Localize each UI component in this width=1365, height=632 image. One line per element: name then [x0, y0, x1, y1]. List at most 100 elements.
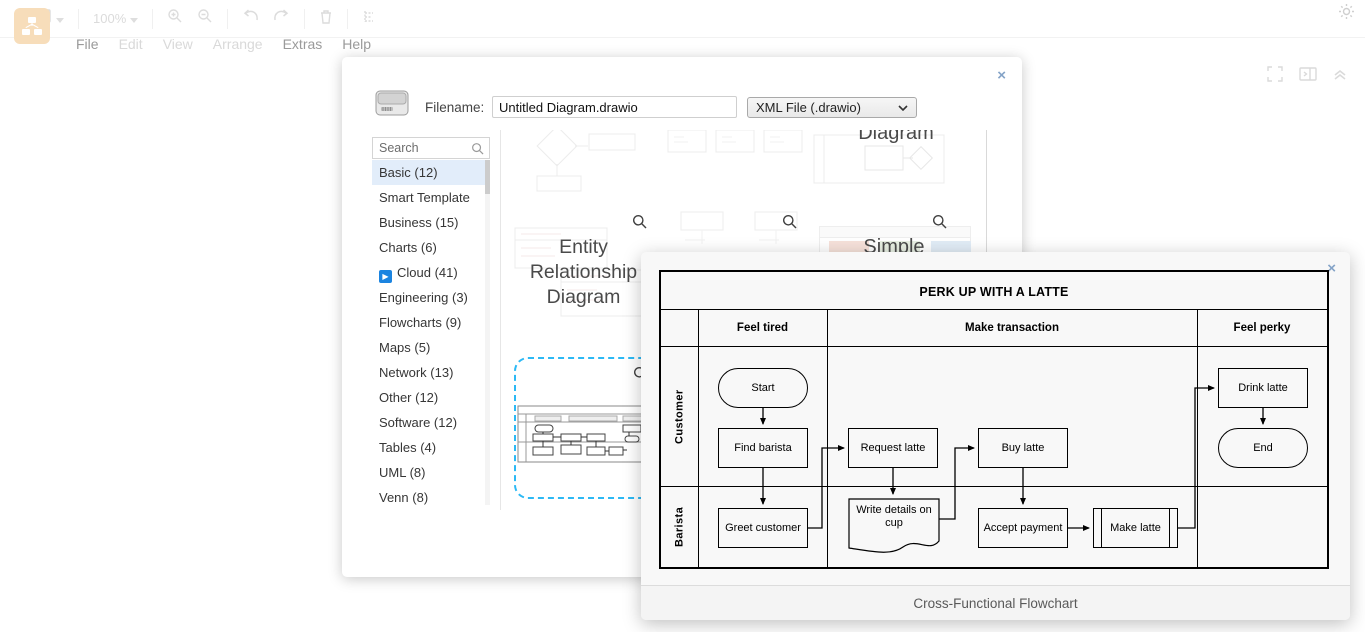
template-preview-popup: × PERK UP WITH A LATTE Feel tired Make t… [641, 252, 1350, 620]
category-label: UML (8) [379, 465, 426, 480]
template-thumbnail-bpmn [813, 134, 945, 184]
template-category-list: Basic (12) Smart Template Business (15) … [372, 160, 490, 510]
menu-arrange[interactable]: Arrange [212, 36, 263, 52]
category-label: Cloud (41) [397, 265, 458, 280]
toolbar-separator [78, 8, 79, 29]
template-thumbnail-cards [667, 130, 803, 153]
menu-help[interactable]: Help [342, 36, 372, 52]
filetype-select[interactable]: XML File (.drawio) [747, 97, 917, 118]
category-label: Venn (8) [379, 490, 429, 505]
template-caption: Cross-Functional Flowchart [913, 595, 1078, 611]
category-uml[interactable]: UML (8) [372, 460, 490, 485]
node-label: Make latte [1110, 521, 1161, 534]
node-make-latte: Make latte [1093, 508, 1178, 548]
category-venn[interactable]: Venn (8) [372, 485, 490, 510]
search-input[interactable] [379, 141, 471, 155]
toolbar: 100% [0, 0, 1365, 38]
template-thumbnail-objects [680, 211, 798, 244]
category-label: Charts (6) [379, 240, 437, 255]
filetype-selected-value: XML File (.drawio) [756, 100, 861, 115]
category-label: Flowcharts (9) [379, 315, 462, 330]
node-write-details-shape [848, 498, 940, 553]
popup-close-icon[interactable]: × [1327, 260, 1336, 277]
toolbar-separator [227, 8, 229, 29]
category-label: Tables (4) [379, 440, 437, 455]
format-icon[interactable] [362, 9, 376, 29]
fullscreen-icon[interactable] [1267, 66, 1283, 87]
menu-view[interactable]: View [162, 36, 193, 52]
node-drink-latte: Drink latte [1218, 368, 1308, 408]
filename-label: Filename: [425, 100, 485, 115]
node-request-latte: Request latte [848, 428, 938, 468]
node-end: End [1218, 428, 1308, 468]
category-label: Other (12) [379, 390, 439, 405]
category-engineering[interactable]: Engineering (3) [372, 285, 490, 310]
column-header-feel-tired: Feel tired [736, 321, 789, 334]
drawio-logo-icon [14, 8, 50, 44]
redo-icon[interactable] [273, 9, 290, 28]
panel-toggle-icon[interactable] [1299, 67, 1317, 86]
category-tables[interactable]: Tables (4) [372, 435, 490, 460]
template-label-diagram[interactable]: Diagram [858, 130, 934, 144]
template-thumbnail-erd [514, 227, 652, 317]
magnifier-icon[interactable] [782, 214, 797, 234]
column-header-feel-perky: Feel perky [1233, 321, 1291, 334]
edge-write-details-buy-latte [938, 445, 975, 520]
category-software[interactable]: Software (12) [372, 410, 490, 435]
search-icon[interactable] [471, 142, 484, 155]
delete-icon[interactable] [319, 9, 333, 29]
zoom-level-dropdown[interactable]: 100% [93, 11, 139, 26]
flowchart-title: PERK UP WITH A LATTE [919, 285, 1069, 299]
column-header-make-transaction: Make transaction [965, 321, 1059, 334]
node-find-barista: Find barista [718, 428, 808, 468]
toolbar-separator [347, 8, 349, 29]
predefined-process-bar [1169, 509, 1170, 547]
category-smart-template[interactable]: Smart Template [372, 185, 490, 210]
menubar: File Edit View Arrange Extras Help [66, 36, 381, 52]
theme-sun-icon[interactable] [1338, 3, 1355, 25]
magnifier-icon[interactable] [932, 214, 947, 234]
zoom-out-icon[interactable] [197, 8, 213, 29]
node-buy-latte: Buy latte [978, 428, 1068, 468]
category-flowcharts[interactable]: Flowcharts (9) [372, 310, 490, 335]
selected-template-thumbnail[interactable] [517, 405, 649, 469]
category-cloud[interactable]: ▶Cloud (41) [372, 260, 490, 285]
scrollbar-thumb[interactable] [485, 160, 490, 194]
category-label: Engineering (3) [379, 290, 468, 305]
grid-line [661, 346, 1327, 347]
grid-line [661, 486, 1327, 487]
template-label-erd[interactable]: Entity Relationship Diagram [529, 236, 638, 308]
grid-line [698, 309, 699, 567]
category-label: Network (13) [379, 365, 454, 380]
sidebar-scrollbar[interactable] [485, 160, 490, 505]
collapse-chevrons-icon[interactable] [1333, 67, 1347, 86]
category-basic[interactable]: Basic (12) [372, 160, 490, 185]
menu-extras[interactable]: Extras [282, 36, 323, 52]
filename-input[interactable] [492, 96, 737, 118]
node-greet-customer: Greet customer [718, 508, 808, 548]
grid-line [827, 309, 828, 567]
dialog-close-icon[interactable]: × [997, 67, 1006, 84]
category-business[interactable]: Business (15) [372, 210, 490, 235]
category-maps[interactable]: Maps (5) [372, 335, 490, 360]
popup-footer: Cross-Functional Flowchart [641, 585, 1350, 620]
disk-drive-icon [374, 89, 410, 122]
category-other[interactable]: Other (12) [372, 385, 490, 410]
edge-make-latte-drink-latte [1178, 385, 1215, 529]
category-network[interactable]: Network (13) [372, 360, 490, 385]
category-label: Business (15) [379, 215, 459, 230]
predefined-process-bar [1101, 509, 1102, 547]
magnifier-icon[interactable] [632, 214, 647, 234]
toolbar-separator [304, 8, 306, 29]
lane-label-barista: Barista [673, 506, 686, 548]
menu-edit[interactable]: Edit [118, 36, 143, 52]
caret-down-icon [130, 18, 139, 23]
category-charts[interactable]: Charts (6) [372, 235, 490, 260]
menu-file[interactable]: File [76, 36, 99, 52]
template-thumbnail-flowchart [536, 130, 636, 192]
lane-label-customer: Customer [673, 389, 686, 444]
zoom-in-icon[interactable] [167, 8, 183, 29]
category-label: Smart Template [379, 190, 470, 205]
undo-icon[interactable] [242, 9, 259, 28]
